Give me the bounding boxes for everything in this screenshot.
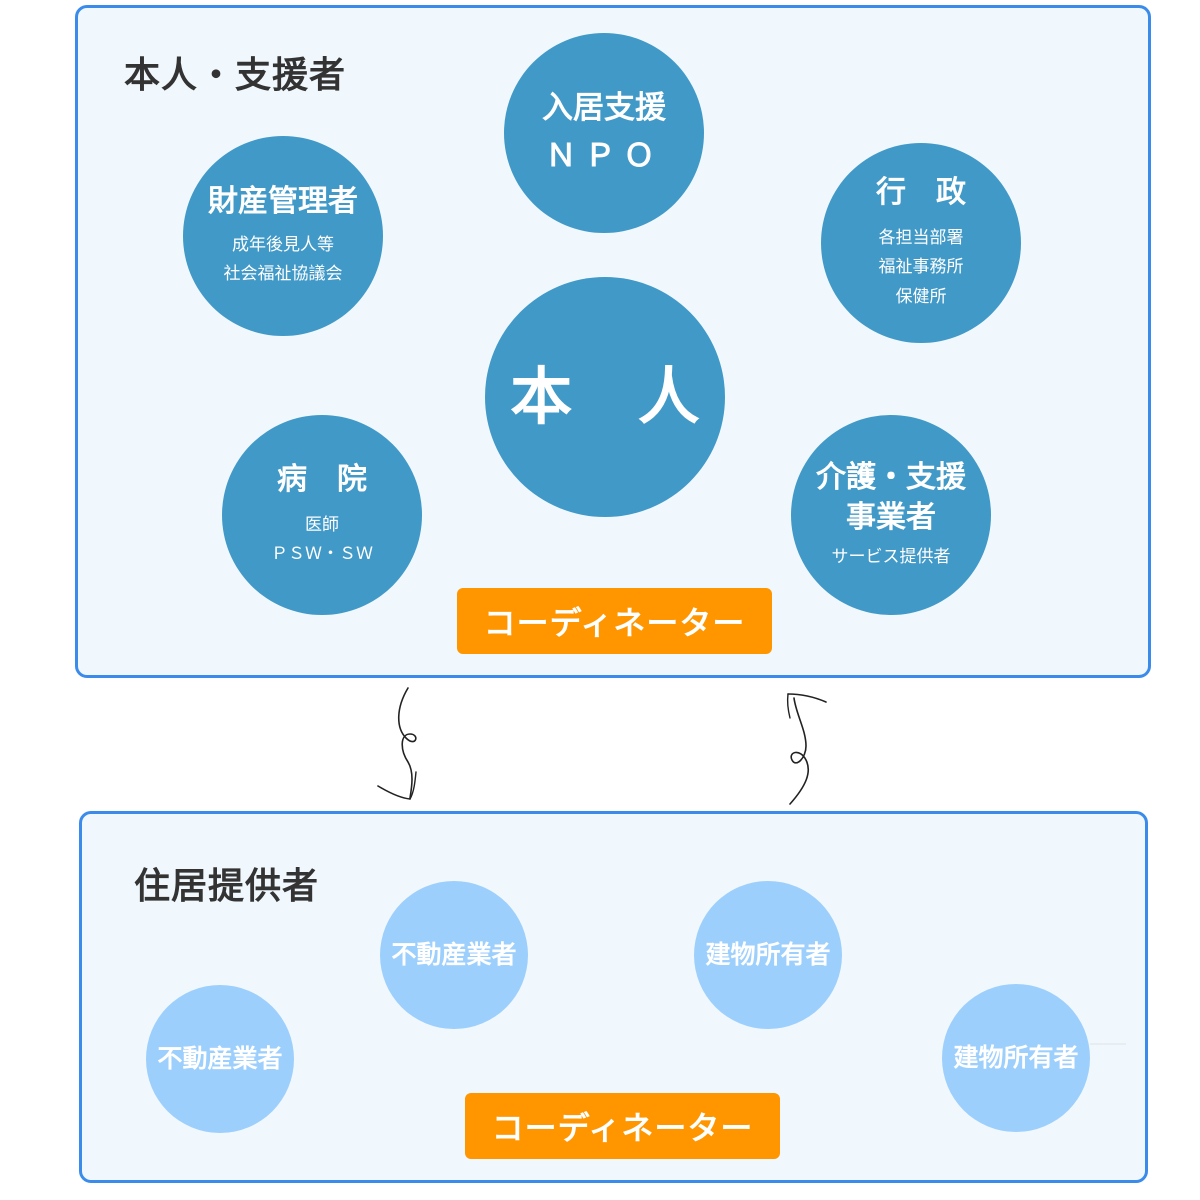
hospital-node-sub-1: 医師 <box>305 514 339 535</box>
up-arrow-connector <box>786 693 827 805</box>
person-node: 本 人 <box>485 277 725 517</box>
npo-node: 入居支援 ＮＰＯ <box>504 33 704 233</box>
real-estate-agent-node-1-title: 不動産業者 <box>391 940 517 970</box>
hospital-node-title: 病 院 <box>277 462 367 497</box>
property-manager-node-sub-1: 成年後見人等 <box>232 234 334 255</box>
top-coordinator-badge: コーディネーター <box>457 588 772 654</box>
bottom-coordinator-badge: コーディネーター <box>465 1093 780 1159</box>
support-panel-title: 本人・支援者 <box>124 55 347 96</box>
building-owner-node-2: 建物所有者 <box>942 984 1090 1132</box>
npo-node-title-2: ＮＰＯ <box>545 138 663 174</box>
hospital-node: 病 院 医師 ＰＳＷ・ＳＷ <box>222 415 422 615</box>
hospital-node-sub-2: ＰＳＷ・ＳＷ <box>271 544 373 565</box>
real-estate-agent-node-2-title: 不動産業者 <box>157 1044 283 1074</box>
administration-node-title: 行 政 <box>876 175 966 211</box>
care-support-node-title-1: 介護・支援 <box>816 459 966 495</box>
building-owner-node-1: 建物所有者 <box>694 881 842 1029</box>
care-support-node: 介護・支援 事業者 サービス提供者 <box>791 415 991 615</box>
housing-provider-panel-title: 住居提供者 <box>134 866 320 907</box>
care-support-node-title-2: 事業者 <box>846 500 936 536</box>
npo-node-title: 入居支援 <box>542 90 666 127</box>
care-support-node-sub-1: サービス提供者 <box>831 546 951 567</box>
person-node-title: 本 人 <box>510 360 722 434</box>
building-owner-node-2-title: 建物所有者 <box>953 1043 1079 1073</box>
property-manager-node: 財産管理者 成年後見人等 社会福祉協議会 <box>183 136 383 336</box>
building-owner-node-1-title: 建物所有者 <box>705 940 831 970</box>
administration-node-sub-2: 福祉事務所 <box>878 257 964 278</box>
real-estate-agent-node-1: 不動産業者 <box>380 881 528 1029</box>
property-manager-node-title: 財産管理者 <box>208 184 358 219</box>
administration-node: 行 政 各担当部署 福祉事務所 保健所 <box>821 143 1021 343</box>
down-arrow-connector <box>377 687 417 800</box>
administration-node-sub-3: 保健所 <box>895 287 947 308</box>
stray-line <box>1090 1043 1126 1045</box>
real-estate-agent-node-2: 不動産業者 <box>146 985 294 1133</box>
property-manager-node-sub-2: 社会福祉協議会 <box>223 264 343 285</box>
administration-node-sub-1: 各担当部署 <box>878 227 964 248</box>
